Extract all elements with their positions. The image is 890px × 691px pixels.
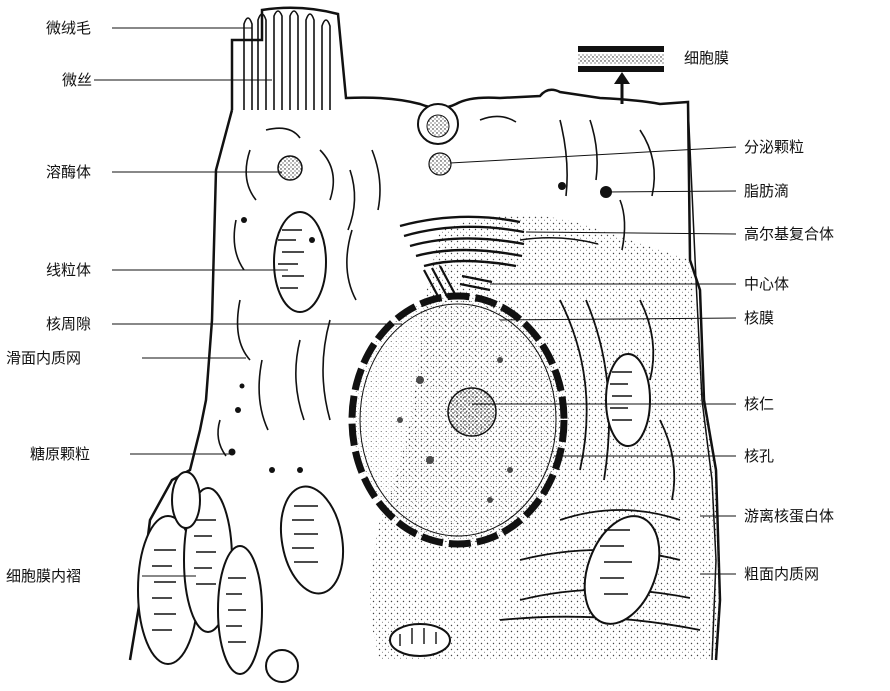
label-centrosome: 中心体 [744, 275, 789, 293]
label-perinuclear-space: 核周隙 [46, 315, 91, 333]
label-lipid-droplet: 脂肪滴 [744, 182, 789, 200]
label-microfilament: 微丝 [62, 71, 92, 89]
label-microvilli: 微绒毛 [46, 19, 91, 37]
label-rough-er: 粗面内质网 [744, 565, 819, 583]
label-golgi: 高尔基复合体 [744, 225, 834, 243]
mitochondrion-upper [274, 212, 326, 312]
label-nucleolus: 核仁 [744, 395, 774, 413]
membrane-infoldings [138, 472, 262, 674]
membrane-legend-icon [578, 46, 664, 104]
label-secretory-granule: 分泌颗粒 [744, 138, 804, 156]
label-mitochondrion: 线粒体 [46, 261, 91, 279]
label-cell-membrane: 细胞膜 [684, 49, 729, 67]
label-nuclear-pore: 核孔 [744, 447, 774, 465]
label-lysosome: 溶酶体 [46, 163, 91, 181]
label-glycogen: 糖原颗粒 [30, 445, 90, 463]
nucleus-shape [352, 296, 564, 544]
label-membrane-infolding: 细胞膜内褶 [6, 567, 81, 585]
label-smooth-er: 滑面内质网 [6, 349, 81, 367]
label-free-ribosome: 游离核蛋白体 [744, 507, 834, 525]
microvilli-group [244, 11, 330, 110]
label-nuclear-envelope: 核膜 [744, 309, 774, 327]
